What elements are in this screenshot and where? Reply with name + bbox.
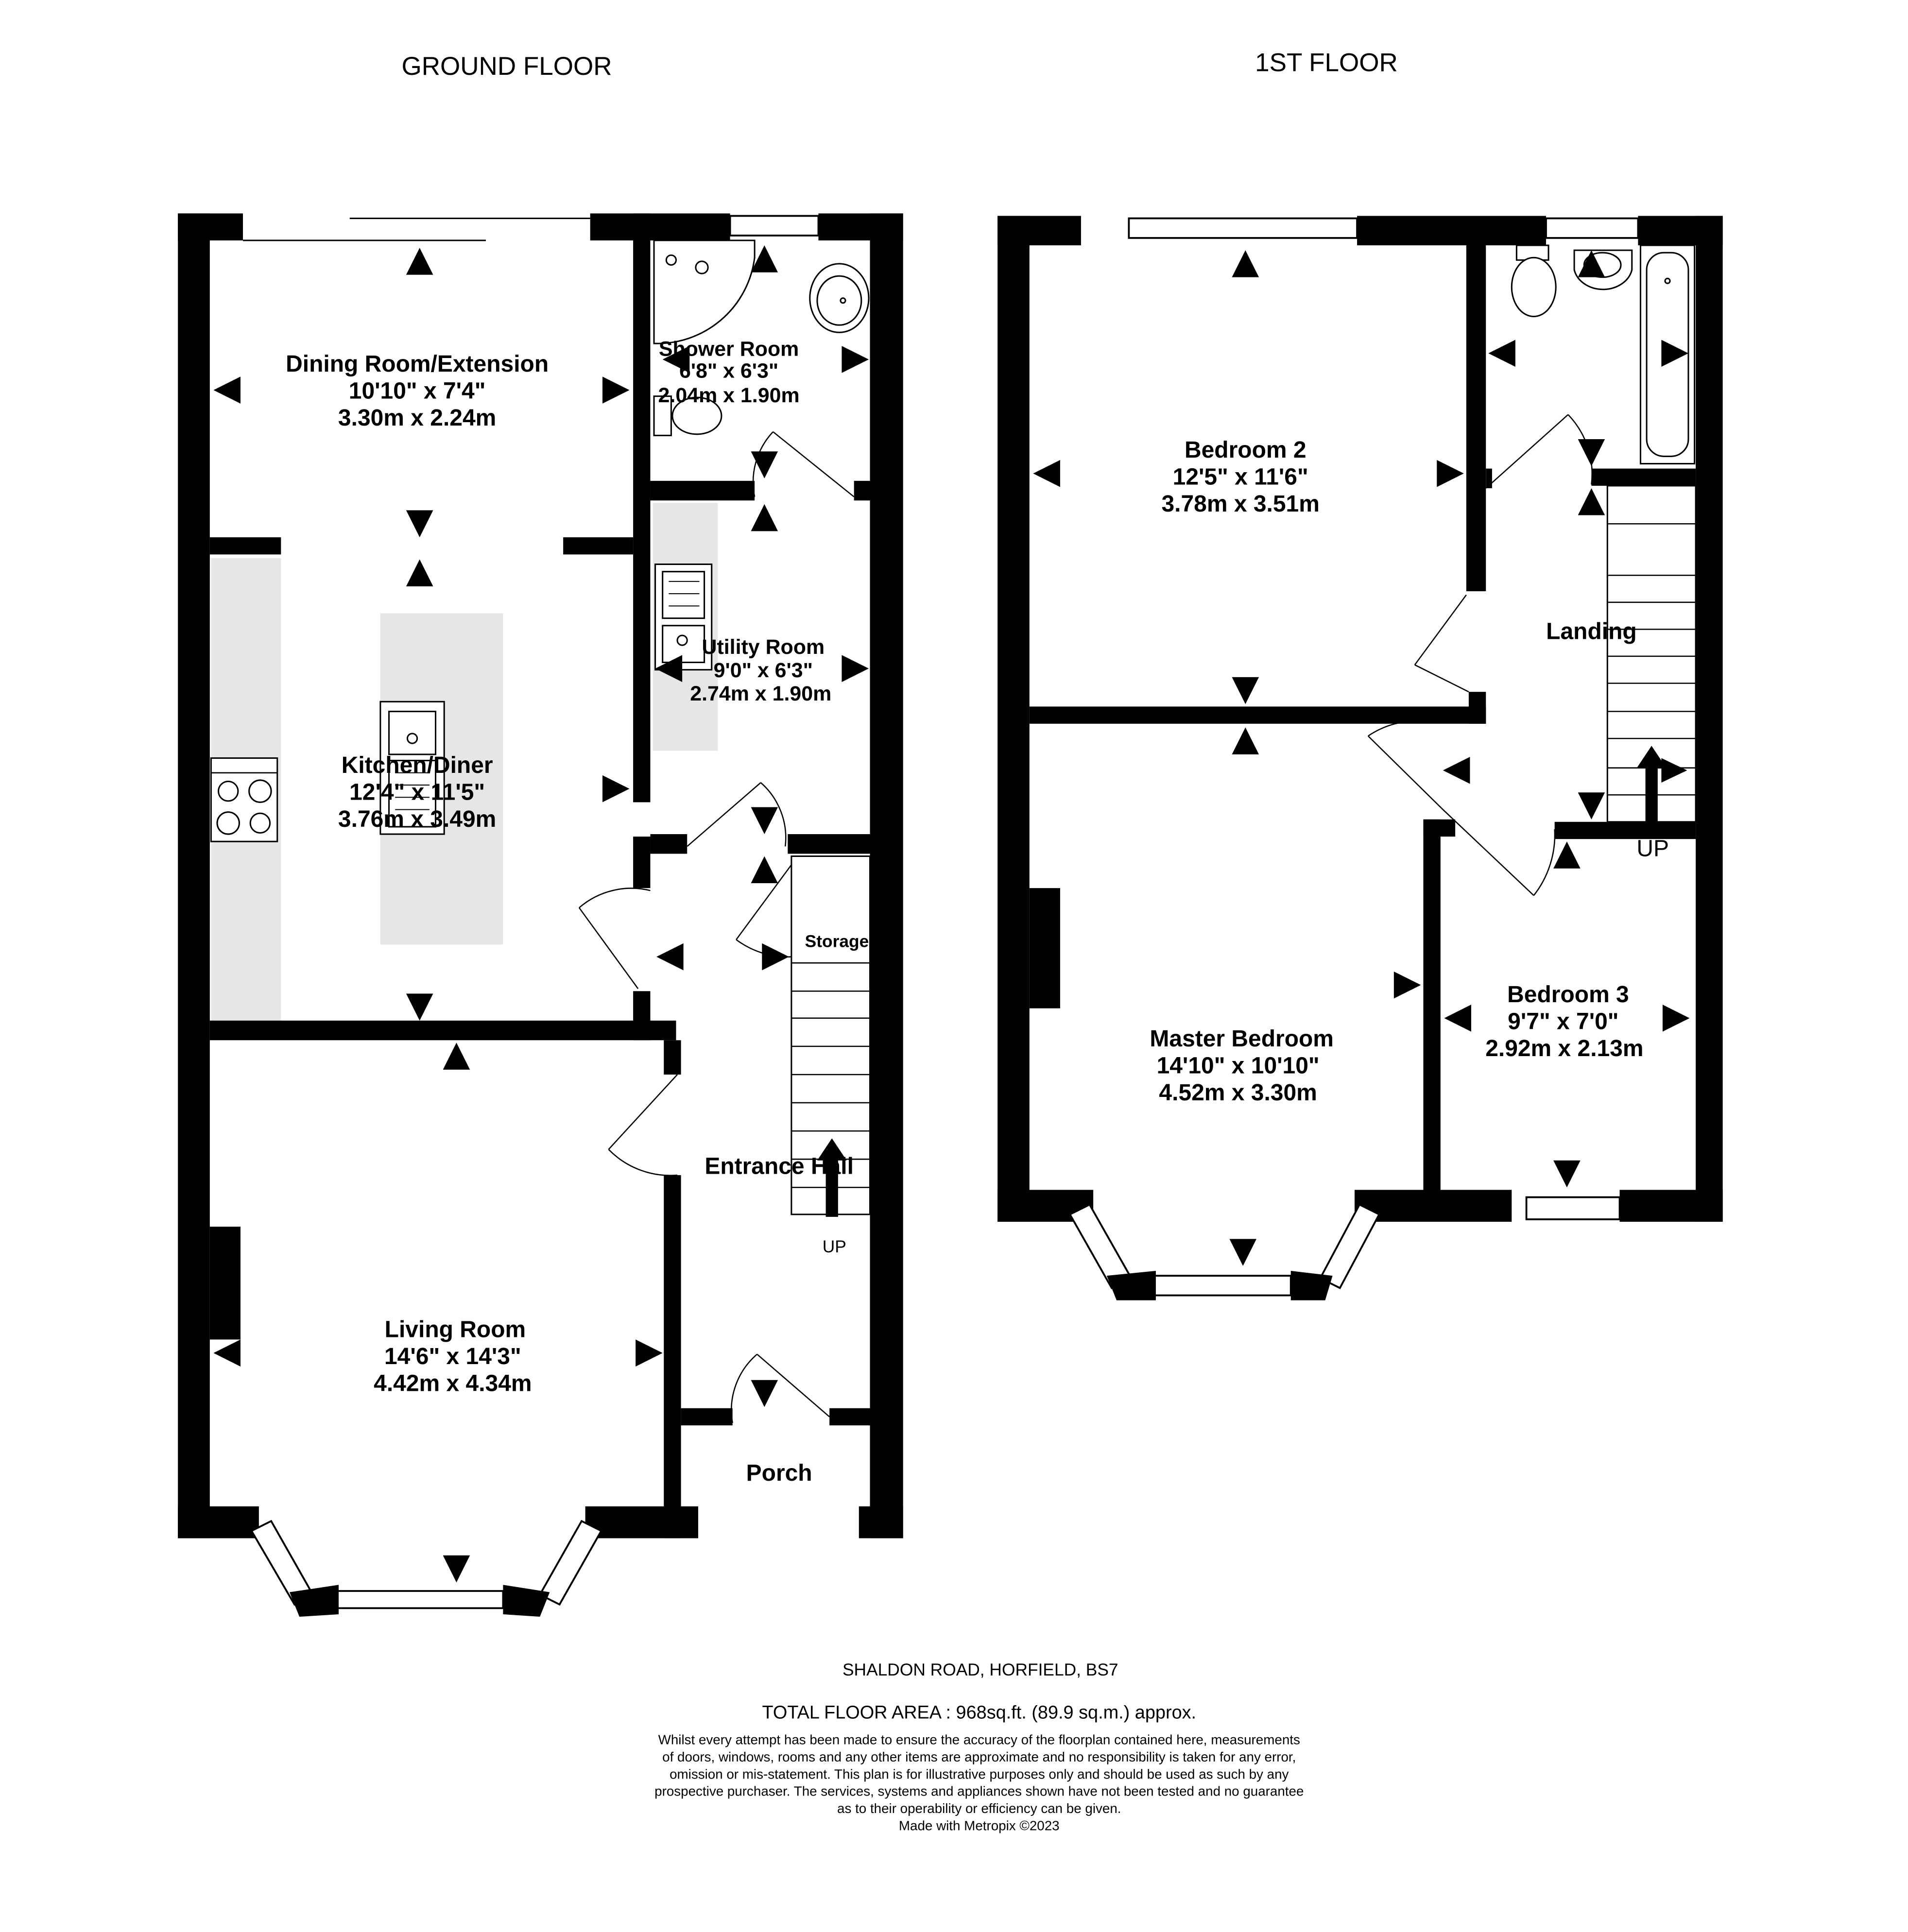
bedroom2-imperial: 12'5" x 11'6" <box>1173 464 1308 490</box>
disclaimer-line: Whilst every attempt has been made to en… <box>658 1732 1300 1747</box>
bedroom2-name: Bedroom 2 <box>1185 437 1306 463</box>
living-room-imperial: 14'6" x 14'3" <box>384 1344 521 1369</box>
bedroom3-imperial: 9'7" x 7'0" <box>1508 1009 1618 1035</box>
living-bay-window <box>250 1520 603 1617</box>
shower-room-name: Shower Room <box>659 337 799 360</box>
disclaimer-line: omission or mis-statement. This plan is … <box>670 1766 1289 1781</box>
ground-staircase <box>791 855 871 1217</box>
master-bedroom-imperial: 14'10" x 10'10" <box>1157 1053 1320 1078</box>
utility-room-metric: 2.74m x 1.90m <box>690 682 831 705</box>
shower-toilet-icon <box>653 395 722 436</box>
bedroom3-name: Bedroom 3 <box>1507 982 1629 1008</box>
disclaimer-line: of doors, windows, rooms and any other i… <box>662 1749 1296 1764</box>
address: SHALDON ROAD, HORFIELD, BS7 <box>842 1660 1118 1679</box>
porch-name: Porch <box>746 1460 812 1486</box>
ground-walls <box>178 213 903 1539</box>
living-room-metric: 4.42m x 4.34m <box>374 1370 532 1396</box>
shower-basin-icon <box>809 263 870 333</box>
shower-window <box>729 215 820 237</box>
utility-sink-icon <box>654 564 713 671</box>
master-bedroom-name: Master Bedroom <box>1150 1026 1334 1052</box>
shower-tray-icon <box>653 239 756 344</box>
bedroom3-metric: 2.92m x 2.13m <box>1485 1036 1643 1061</box>
first-floor-title: 1ST FLOOR <box>1255 48 1398 77</box>
landing-name: Landing <box>1546 619 1637 645</box>
first-staircase <box>1606 485 1697 829</box>
kitchen-sink-icon <box>379 701 445 835</box>
first-walls <box>997 216 1723 1222</box>
dining-room-name: Dining Room/Extension <box>286 351 549 377</box>
first-floor: 1ST FLOOR Bedroom 2 12'5" x 11'6" 3.78m … <box>997 48 1723 1300</box>
kitchen-imperial: 12'4" x 11'5" <box>349 779 485 805</box>
master-bay-window <box>1068 1203 1381 1300</box>
credit: Made with Metropix ©2023 <box>899 1818 1060 1833</box>
utility-room-imperial: 9'0" x 6'3" <box>714 659 813 682</box>
toilet-icon <box>1511 244 1557 317</box>
entrance-hall-name: Entrance Hall <box>705 1154 854 1180</box>
dining-sliding-door <box>243 217 590 241</box>
living-room-name: Living Room <box>385 1316 526 1342</box>
dining-room-imperial: 10'10" x 7'4" <box>349 378 486 404</box>
kitchen-name: Kitchen/Diner <box>342 752 493 778</box>
shower-room-imperial: 6'8" x 6'3" <box>679 359 778 383</box>
ground-dimension-arrows <box>213 245 869 1583</box>
first-dimension-arrows <box>1033 250 1690 1266</box>
total-floor-area: TOTAL FLOOR AREA : 968sq.ft. (89.9 sq.m.… <box>762 1703 1196 1723</box>
bed2-window <box>1128 217 1358 239</box>
footer: SHALDON ROAD, HORFIELD, BS7 TOTAL FLOOR … <box>654 1660 1304 1833</box>
bathroom-window <box>1545 217 1639 239</box>
disclaimer-line: prospective purchaser. The services, sys… <box>654 1784 1304 1799</box>
dining-room-metric: 3.30m x 2.24m <box>338 405 496 431</box>
ground-floor-title: GROUND FLOOR <box>401 52 612 81</box>
disclaimer-line: as to their operability or efficiency ca… <box>837 1801 1121 1816</box>
kitchen-metric: 3.76m x 3.49m <box>338 806 496 832</box>
utility-room-name: Utility Room <box>702 635 825 659</box>
bedroom2-metric: 3.78m x 3.51m <box>1161 491 1319 517</box>
ground-floor: GROUND FLOOR Dining Room/Extension 10'10… <box>178 52 903 1617</box>
master-bedroom-metric: 4.52m x 3.30m <box>1159 1080 1317 1106</box>
first-stairs-up-label: UP <box>1636 836 1669 862</box>
hob-icon <box>210 757 278 842</box>
bed3-window <box>1525 1196 1621 1220</box>
storage-label: Storage <box>805 932 869 951</box>
ground-stairs-up-label: UP <box>823 1237 846 1256</box>
shower-room-metric: 2.04m x 1.90m <box>658 384 800 407</box>
